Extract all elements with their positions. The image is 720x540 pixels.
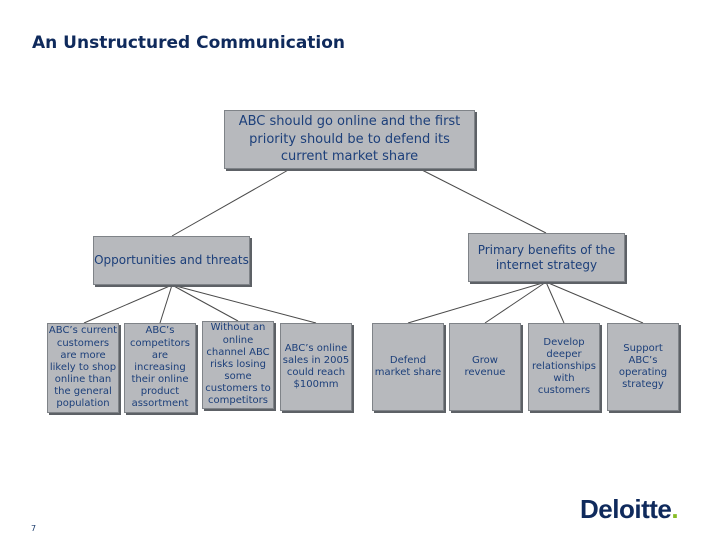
leaf-text: Develop deeper relationships with custom…: [532, 336, 596, 397]
leaf-text: Grow revenue: [464, 354, 506, 378]
deloitte-logo: Deloitte.: [580, 494, 679, 525]
root-statement-box: ABC should go online and the first prior…: [224, 110, 475, 169]
leaf-box-operating-strategy: Support ABC’s operating strategy: [607, 323, 679, 411]
leaf-text: Without an online channel ABC risks losi…: [205, 322, 271, 407]
leaf-box-relationships: Develop deeper relationships with custom…: [528, 323, 600, 411]
leaf-text: ABC’s current customers are more likely …: [48, 325, 118, 410]
leaf-box-current-customers: ABC’s current customers are more likely …: [47, 323, 119, 413]
page-title: An Unstructured Communication: [32, 33, 346, 53]
leaf-box-grow-revenue: Grow revenue: [449, 323, 521, 411]
leaf-text: ABC’s competitors are increasing their o…: [130, 325, 190, 410]
root-statement-text: ABC should go online and the first prior…: [238, 114, 461, 165]
branch-benefits-box: Primary benefits of the internet strateg…: [468, 233, 625, 282]
leaf-box-online-channel: Without an online channel ABC risks losi…: [202, 321, 274, 409]
leaf-text: Support ABC’s operating strategy: [618, 342, 668, 391]
leaf-box-defend-market-share: Defend market share: [372, 323, 444, 411]
branch-opportunities-text: Opportunities and threats: [94, 253, 249, 268]
logo-text: Deloitte: [580, 494, 672, 524]
branch-benefits-text: Primary benefits of the internet strateg…: [477, 242, 616, 272]
leaf-text: ABC’s online sales in 2005 could reach $…: [282, 342, 350, 391]
page-number: 7: [31, 524, 37, 533]
leaf-box-competitors: ABC’s competitors are increasing their o…: [124, 323, 196, 413]
logo-dot: .: [671, 494, 679, 524]
leaf-text: Defend market share: [374, 354, 442, 378]
leaf-box-online-sales: ABC’s online sales in 2005 could reach $…: [280, 323, 352, 411]
branch-opportunities-box: Opportunities and threats: [93, 236, 250, 285]
